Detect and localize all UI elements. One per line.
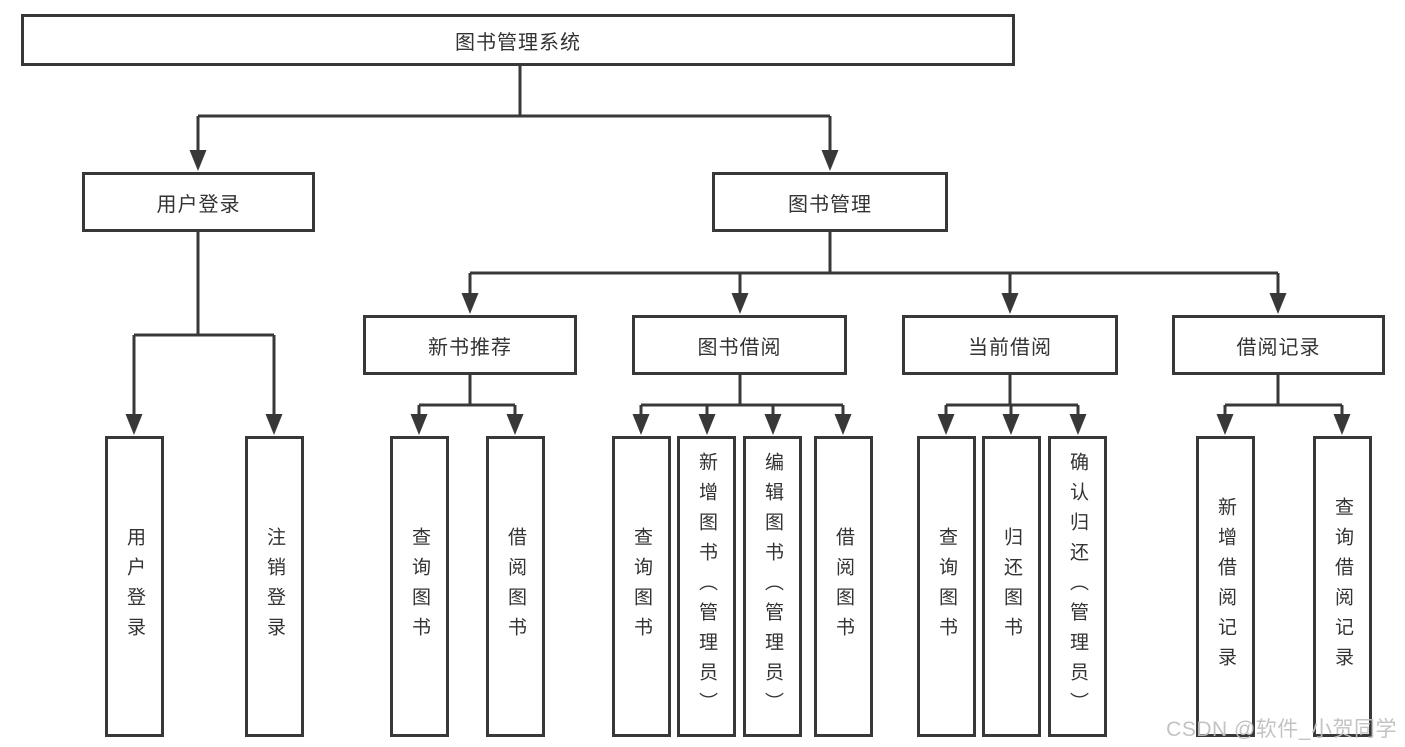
node-label: 图书管理 — [788, 193, 872, 216]
node-label: 图书借阅 — [697, 336, 782, 359]
leaf-add-book-admin: 新增图书（管理员） — [677, 436, 736, 737]
csdn-watermark: CSDN @软件_小贺同学 — [1166, 718, 1397, 741]
leaf-user-login: 用户登录 — [105, 436, 164, 737]
node-label: 图书管理系统 — [455, 31, 581, 54]
node-user-login: 用户登录 — [82, 172, 315, 232]
leaf-return-book: 归还图书 — [982, 436, 1041, 737]
leaf-recommend-query-book: 查询图书 — [390, 436, 449, 737]
leaf-logout: 注销登录 — [245, 436, 304, 737]
node-label: 查询借阅记录 — [1332, 496, 1353, 677]
leaf-borrow-query-book: 查询图书 — [612, 436, 671, 737]
node-label: 借阅图书 — [505, 526, 526, 647]
leaf-add-borrow-record: 新增借阅记录 — [1196, 436, 1255, 737]
node-book-management: 图书管理 — [712, 172, 948, 232]
node-label: 用户登录 — [156, 193, 241, 216]
node-label: 注销登录 — [264, 526, 285, 647]
node-label: 借阅记录 — [1236, 336, 1321, 359]
leaf-query-borrow-record: 查询借阅记录 — [1313, 436, 1372, 737]
node-label: 新增借阅记录 — [1215, 496, 1236, 677]
node-book-borrow: 图书借阅 — [632, 315, 847, 375]
node-label: 用户登录 — [124, 526, 145, 647]
node-book-management-system: 图书管理系统 — [21, 14, 1015, 66]
node-label: 编辑图书（管理员） — [762, 451, 783, 722]
node-label: 当前借阅 — [968, 336, 1052, 359]
node-current-borrow: 当前借阅 — [902, 315, 1118, 375]
node-label: 确认归还（管理员） — [1067, 451, 1088, 722]
node-new-book-recommend: 新书推荐 — [363, 315, 577, 375]
node-label: 查询图书 — [409, 526, 430, 647]
leaf-edit-book-admin: 编辑图书（管理员） — [743, 436, 802, 737]
leaf-recommend-borrow-book: 借阅图书 — [486, 436, 545, 737]
node-borrow-record: 借阅记录 — [1172, 315, 1385, 375]
node-label: 借阅图书 — [833, 526, 854, 647]
node-label: 查询图书 — [936, 526, 957, 647]
node-label: 新增图书（管理员） — [696, 451, 717, 722]
leaf-borrow-book: 借阅图书 — [814, 436, 873, 737]
node-label: 归还图书 — [1001, 526, 1022, 647]
leaf-current-query-book: 查询图书 — [917, 436, 976, 737]
node-label: 新书推荐 — [428, 336, 512, 359]
leaf-confirm-return-admin: 确认归还（管理员） — [1048, 436, 1107, 737]
node-label: 查询图书 — [631, 526, 652, 647]
